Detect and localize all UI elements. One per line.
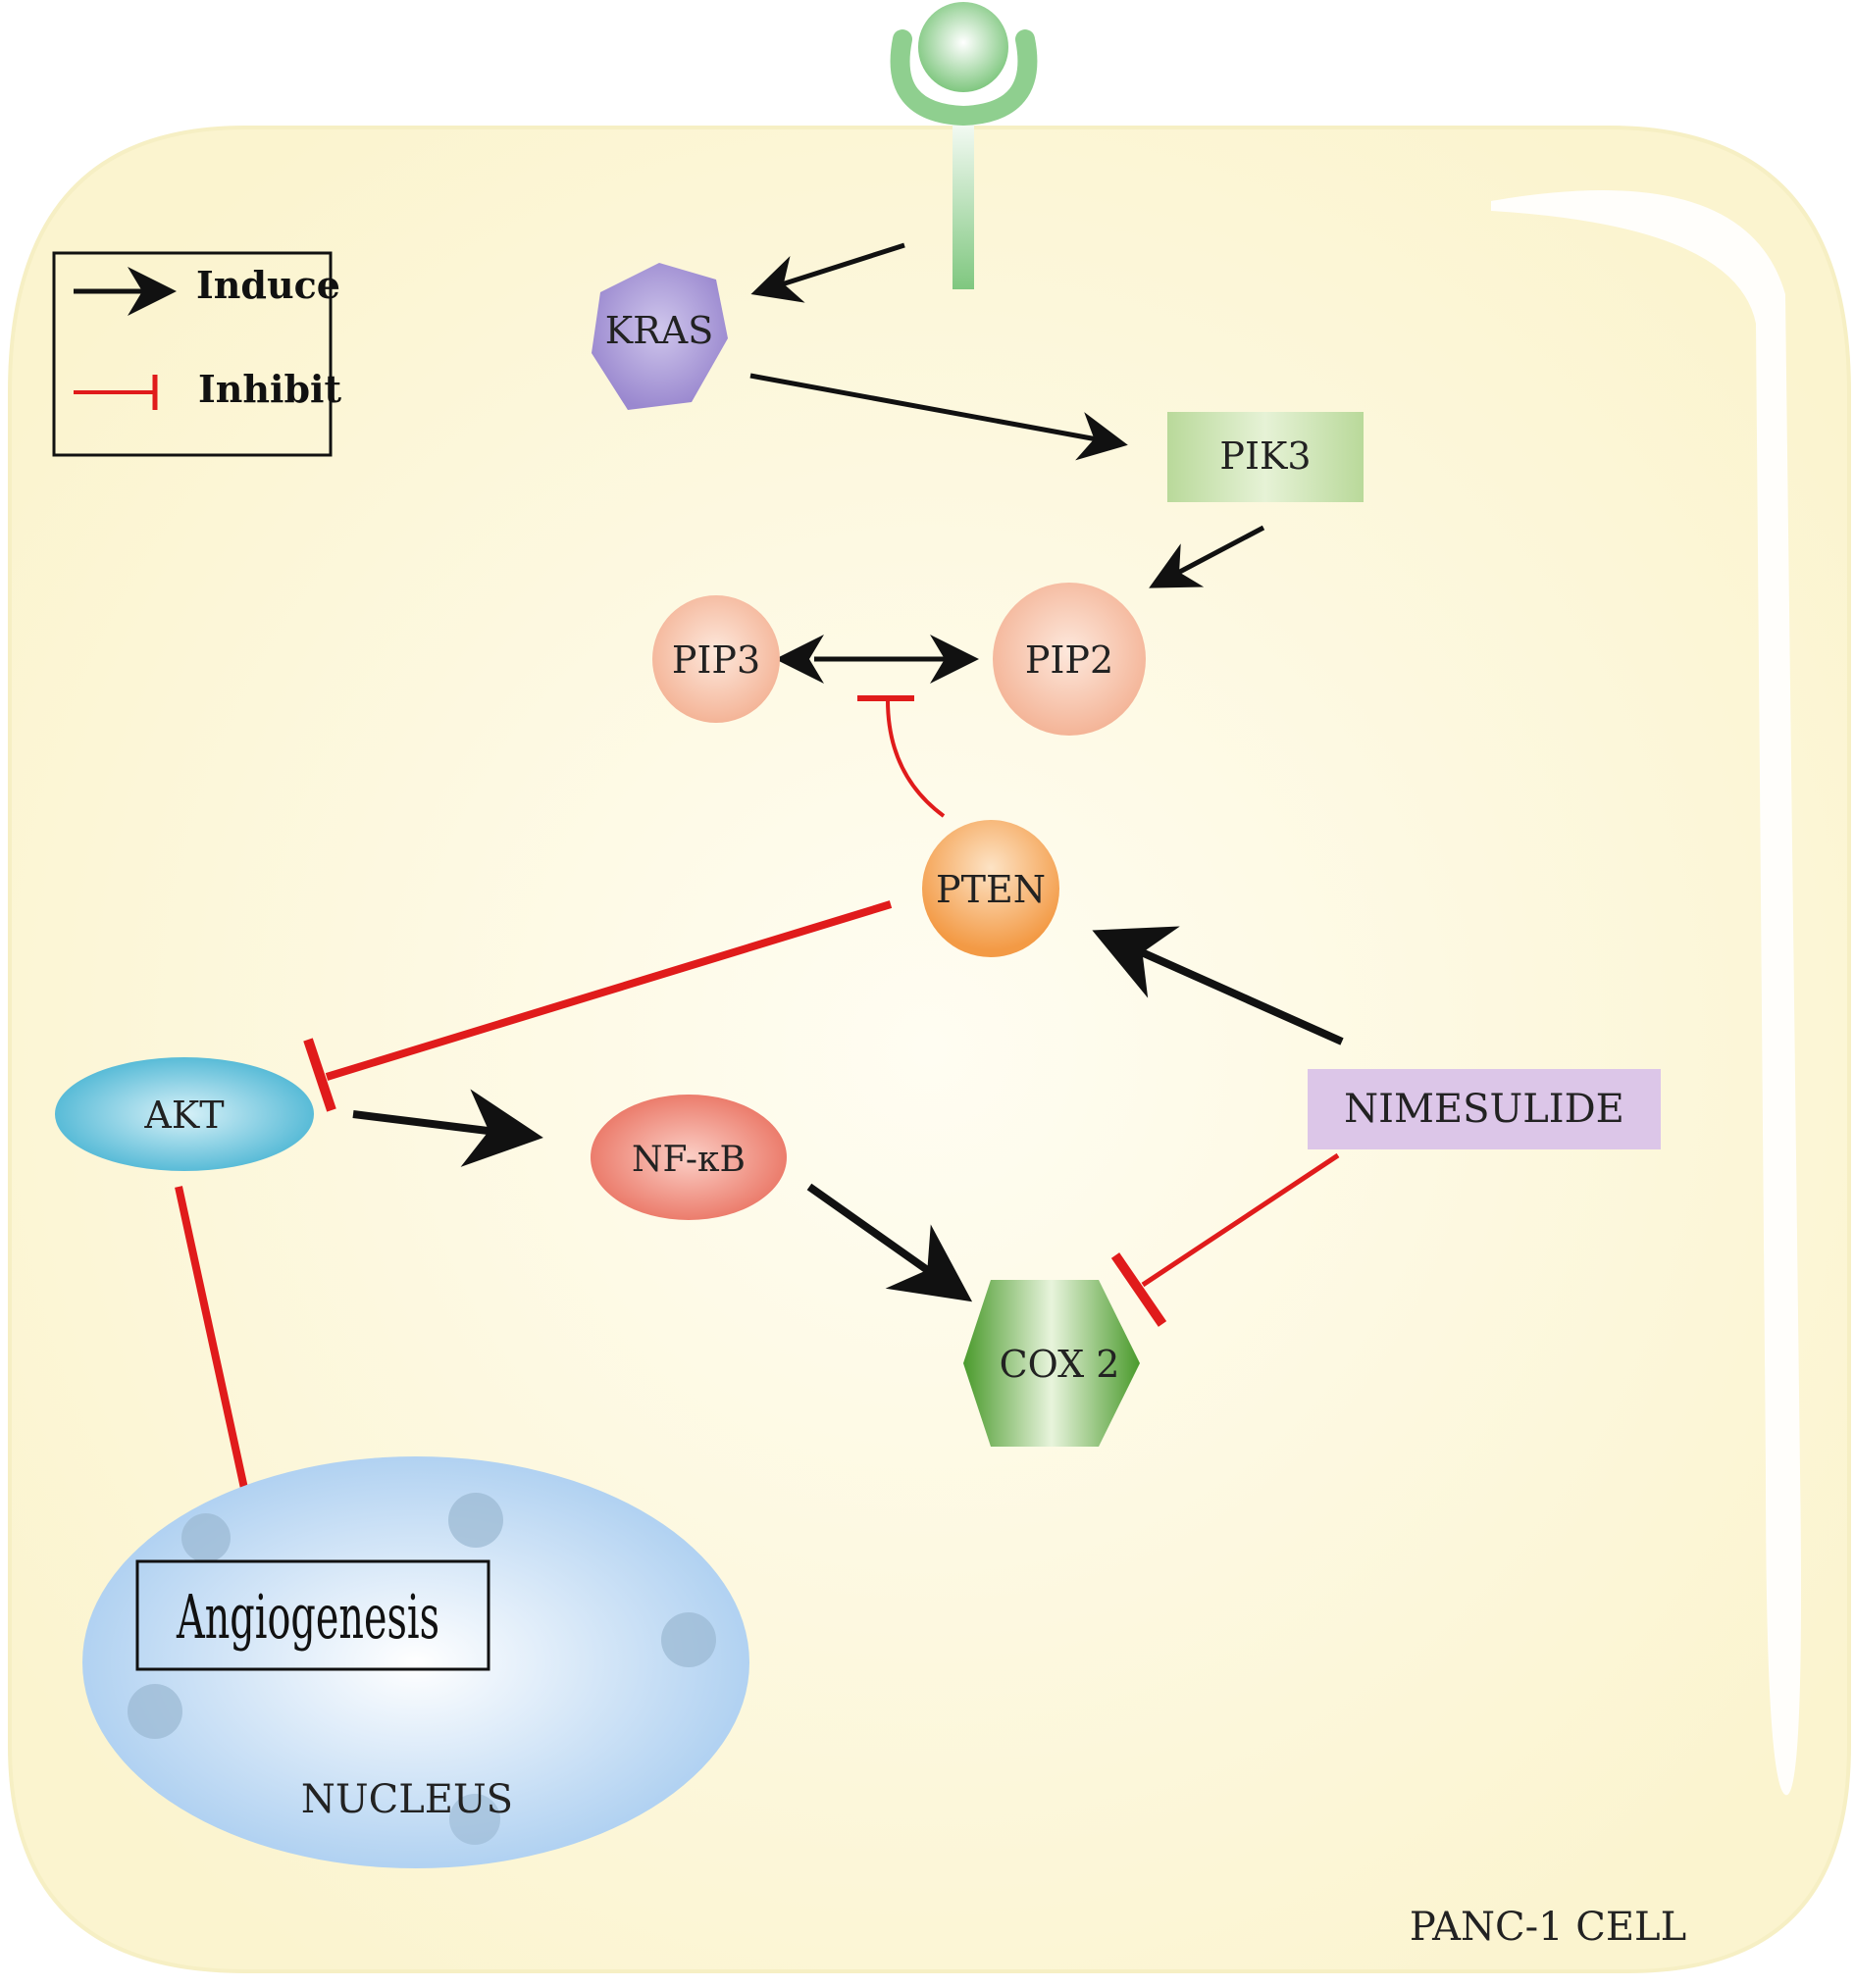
cox2-node: COX 2 [963,1280,1140,1447]
legend-inhibit-label: Inhibit [198,367,341,411]
pik3-node: PIK3 [1167,412,1364,502]
edge-pten-pip [886,699,946,818]
akt-node: AKT [55,1057,314,1171]
receptor-icon [890,2,1038,289]
edge-pik3-pip2 [1149,525,1265,588]
kras-label: KRAS [605,309,713,352]
akt-label: AKT [143,1094,224,1137]
angiogenesis-box [135,1559,490,1671]
pip3-label: PIP3 [672,638,760,682]
nucleus: Angiogenesis NUCLEUS [82,1456,749,1868]
nfkb-node: NF-κB [591,1095,787,1220]
nimesulide-node: NIMESULIDE [1308,1069,1661,1149]
cox2-label: COX 2 [1000,1343,1120,1386]
edge-kras-pik3 [749,373,1128,461]
pip2-label: PIP2 [1025,638,1113,682]
nimesulide-label: NIMESULIDE [1344,1087,1624,1132]
legend-induce-label: Induce [196,263,340,307]
edge-nimesulide-pten [1092,926,1344,1045]
edges [175,242,1344,1549]
nfkb-label: NF-κB [632,1140,746,1180]
edge-nfkb-cox2 [806,1183,973,1302]
pik3-label: PIK3 [1219,434,1311,478]
edge-receptor-kras [750,242,905,303]
pip2-node: PIP2 [993,583,1146,736]
pten-node: PTEN [922,820,1059,957]
edge-pten-akt [325,900,893,1081]
nucleus-label: NUCLEUS [301,1777,513,1822]
pip3-node: PIP3 [652,595,780,723]
edge-akt-nfkb [352,1089,543,1167]
edge-nimesulide-cox2 [1141,1152,1340,1288]
cell-label: PANC-1 CELL [1410,1905,1686,1950]
cell-highlight [1491,190,1801,1796]
legend: Induce Inhibit [52,251,341,457]
edge-akt-angiogenesis [175,1186,259,1539]
kras-node: KRAS [592,263,728,410]
pten-label: PTEN [936,868,1046,911]
angiogenesis-label: Angiogenesis [176,1581,439,1653]
